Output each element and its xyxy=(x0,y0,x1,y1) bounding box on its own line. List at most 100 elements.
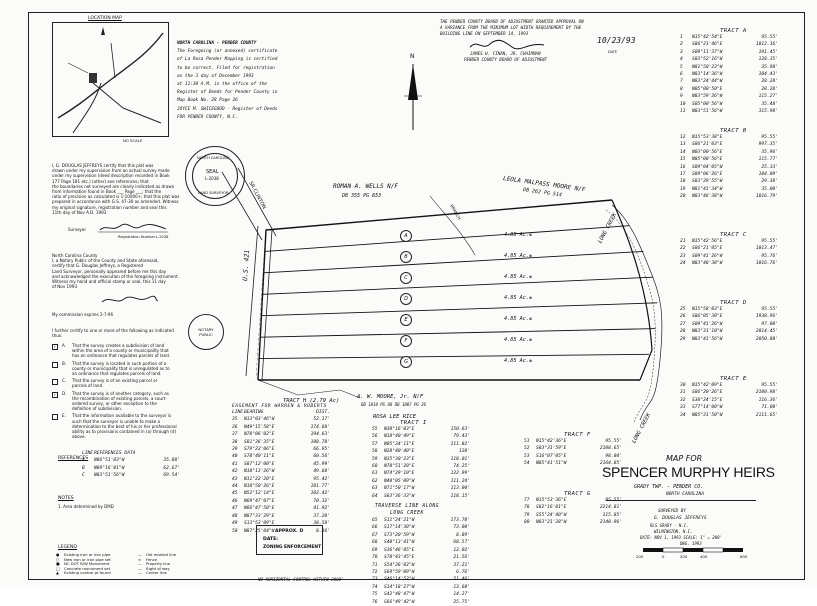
bearing: S17°14'30"W xyxy=(384,525,415,531)
line-number: 41 xyxy=(232,461,238,467)
zoning-stamp: APPROX. D DATE: ZONING ENFORCEMENT xyxy=(256,525,323,555)
note-item: 1. Area determined by DMD xyxy=(58,504,114,509)
line-number: 68 xyxy=(372,540,378,546)
easement-title: EASEMENT FOR WARREN & ROBERTS xyxy=(232,404,327,409)
legend-label: Existing iron or iron pipe xyxy=(64,552,111,557)
scale-label: 200 xyxy=(636,554,644,559)
line-number: 80 xyxy=(524,520,530,526)
distance: 8.36' xyxy=(316,528,330,534)
cert-line: 177 Page 181 etc.) (other) see reference… xyxy=(52,178,149,184)
line-number: 33 xyxy=(680,405,686,411)
line-number: 60 xyxy=(372,464,378,470)
distance: 118.15' xyxy=(450,493,470,499)
tract-id-circle: B xyxy=(400,251,412,264)
registration-line: to be correct. Filed for registration xyxy=(177,65,275,71)
cert-line: prepared in accordance with G.S. 47-30 a… xyxy=(52,199,179,205)
legend-symbol-icon: — xyxy=(138,570,142,576)
easement-table: EASEMENT FOR WARREN & ROBERTS LINE BEARI… xyxy=(232,404,330,535)
references-title: REFERENCES xyxy=(58,456,89,461)
certification-checkbox: ✓ xyxy=(52,391,58,398)
bearing: S38°24'15"E xyxy=(692,397,723,403)
reference-bearing: N83°51'56"W xyxy=(94,473,125,479)
tract-id-circle: F xyxy=(400,334,412,347)
distance: 21.56' xyxy=(453,555,470,561)
line-number: 51 xyxy=(524,439,530,444)
line-number: 59 xyxy=(372,456,378,462)
notes-title: NOTES xyxy=(58,496,74,501)
distance: 6.76' xyxy=(456,569,470,575)
distance: 28.28' xyxy=(761,79,778,85)
distance: 95.42' xyxy=(313,476,330,482)
seal-bottom-text: LAND SURVEYOR xyxy=(198,191,229,195)
cert-line: 11th day of Nov A.D. 1993 xyxy=(52,209,107,215)
distance: 128.35' xyxy=(758,57,778,63)
stamp-line: ZONING ENFORCEMENT xyxy=(263,545,322,550)
legend-symbol-icon: ▲ xyxy=(56,570,59,576)
bearing: N83°48'38"W xyxy=(692,261,723,267)
distance: 49.68' xyxy=(313,469,330,475)
registration-line: on the 3 day of December 1993 xyxy=(177,73,254,79)
board-approval-block: THE PENDER COUNTY BOARD OF ADJUSTMENT GR… xyxy=(440,19,650,62)
distance: 8.89' xyxy=(456,532,470,538)
ref-header-line: LINE xyxy=(82,451,94,456)
legend-label: Concrete monument set xyxy=(64,565,111,571)
distance: 174.68' xyxy=(310,424,330,430)
distance: 29.38' xyxy=(761,179,778,185)
certification-text: definition of subdivision. xyxy=(72,406,123,412)
line-number: 5 xyxy=(680,64,683,70)
tract-id-circle: A xyxy=(400,230,412,243)
board-line: THE PENDER COUNTY BOARD OF ADJUSTMENT GR… xyxy=(440,19,584,24)
tract-table-title: TRACT F xyxy=(564,432,591,438)
owner-book: DB 355 PG 653 xyxy=(342,193,382,199)
seal-top-text: NORTH CAROLINA xyxy=(197,156,230,160)
distance: 13.60' xyxy=(453,584,470,590)
reference-dist: 69.54' xyxy=(163,473,180,479)
distance: 70.32' xyxy=(313,498,330,504)
bearing: S69°59'09"W xyxy=(384,569,415,575)
bearing: S11°24'21"W xyxy=(384,518,415,524)
notary-line: North Carolina County xyxy=(52,253,98,258)
date-scale-line: DATE: NOV 1, 1993 SCALE: 1" = 200' xyxy=(640,535,722,540)
certification-text: such that the surveyor is unable to make… xyxy=(72,418,161,424)
tract-acres-label: 4.85 Ac.± xyxy=(504,232,533,239)
highway-edge xyxy=(261,229,273,381)
registration-block: NORTH CAROLINA - PENDER COUNTY The Foreg… xyxy=(177,40,329,122)
legend-label: NC DOT R/W Monument xyxy=(64,561,110,567)
bearing: N18°50'26"E xyxy=(244,484,275,490)
scale-label: 400 xyxy=(700,554,708,559)
line-number: 61 xyxy=(372,471,378,477)
certification-text: county or municipality that is unregulat… xyxy=(72,365,170,371)
line-number: 50 xyxy=(232,528,238,534)
map-for-label: MAP FOR xyxy=(666,454,703,463)
tract-acres-label: 4.85 Ac.± xyxy=(504,336,533,343)
surveyor-name: G. DOUGLAS JEFFREYS xyxy=(654,516,707,521)
line-number: 11 xyxy=(680,109,686,115)
distance: 71.00' xyxy=(761,405,778,411)
certification-checkbox xyxy=(52,414,58,421)
cert-line: my original signature, registration numb… xyxy=(52,204,167,210)
bearing: S09°41'26"W xyxy=(692,321,723,327)
bearing: S55°24'40"W xyxy=(536,512,567,518)
legend-item: ▲Existing control pt found xyxy=(56,571,111,575)
